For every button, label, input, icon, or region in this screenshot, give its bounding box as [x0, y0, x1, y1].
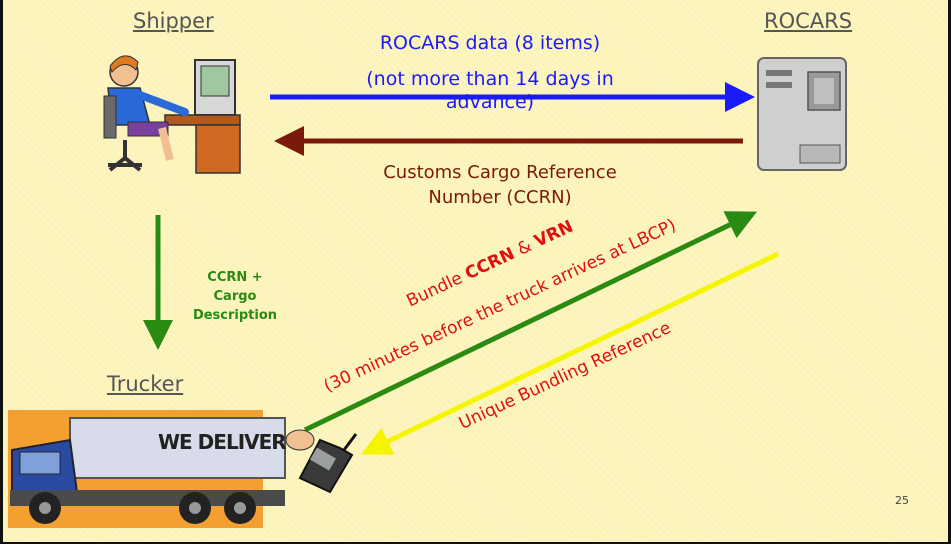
bundle-arrow: [303, 211, 758, 433]
unique-reference-arrow: [360, 251, 780, 455]
shipper-computer-icon: [103, 55, 241, 174]
ccrn-label: Customs Cargo Reference Number (CCRN): [345, 160, 655, 210]
ccrn-line-2: Number (CCRN): [428, 187, 572, 208]
cargo-line-2: Cargo: [213, 289, 257, 304]
rocars-data-line-1: ROCARS data (8 items): [379, 32, 601, 54]
cargo-line-1: CCRN +: [207, 270, 263, 285]
mobile-phone-icon: [285, 429, 358, 494]
ccrn-line-1: Customs Cargo Reference: [383, 162, 617, 183]
truck-sign-text: WE DELIVER: [158, 430, 287, 454]
rocars-data-line-3: advance): [445, 91, 535, 113]
rocars-data-advance-label: (not more than 14 days in advance): [320, 68, 660, 114]
slide-border-bottom: [0, 542, 951, 544]
slide-border-left: [0, 0, 3, 544]
trucker-label: Trucker: [107, 372, 184, 396]
rocars-label: ROCARS: [764, 9, 853, 33]
cargo-line-3: Description: [192, 308, 278, 323]
cargo-description-label: CCRN + Cargo Description: [185, 268, 285, 325]
trucker-truck-icon: [8, 410, 286, 528]
rocars-data-line-2: (not more than 14 days in: [366, 68, 614, 90]
rocars-server-icon: [757, 57, 847, 171]
rocars-data-label: ROCARS data (8 items): [320, 32, 660, 54]
shipper-label: Shipper: [133, 9, 214, 33]
slide-border-right: [948, 0, 951, 544]
page-number: 25: [895, 494, 909, 507]
